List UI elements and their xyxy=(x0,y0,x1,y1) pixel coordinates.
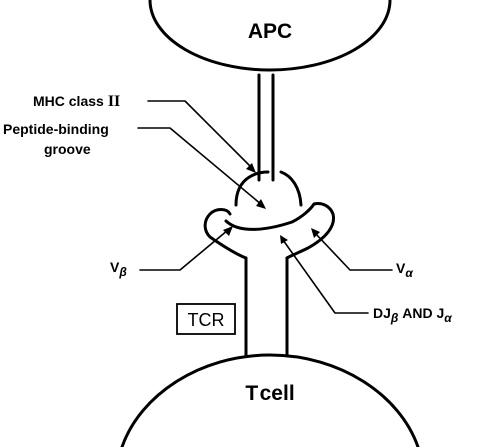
peptide-pointer-arrowhead xyxy=(256,199,266,209)
apc-label: APC xyxy=(248,20,292,43)
dj-pointer-arrowhead xyxy=(280,235,288,244)
tcr-label-box: TCR xyxy=(176,303,236,335)
mhc-class-ii-molecule xyxy=(234,73,303,207)
peptide-pointer-line xyxy=(137,127,263,206)
v-alpha-pointer-arrowhead xyxy=(311,228,320,238)
v-beta-label: Vβ xyxy=(110,259,127,279)
tcr-label: TCR xyxy=(188,310,225,330)
mhc-pointer-arrowhead xyxy=(246,163,256,173)
mhc-pointer-line xyxy=(147,100,253,169)
t-cell-outline xyxy=(120,353,420,447)
v-beta-pointer-arrowhead xyxy=(223,226,233,236)
peptide-groove-label-line1: Peptide-binding xyxy=(3,121,109,137)
dj-beta-j-alpha-label: DJβ AND Jα xyxy=(373,305,452,325)
v-alpha-label: Vα xyxy=(396,260,413,280)
v-beta-pointer-line xyxy=(139,229,229,271)
peptide-groove-label-line2: groove xyxy=(44,141,91,157)
v-alpha-pointer-line xyxy=(314,232,393,271)
apc-cell-outline xyxy=(148,0,392,72)
tcr-molecule xyxy=(203,202,336,357)
dj-pointer-line xyxy=(282,239,369,314)
